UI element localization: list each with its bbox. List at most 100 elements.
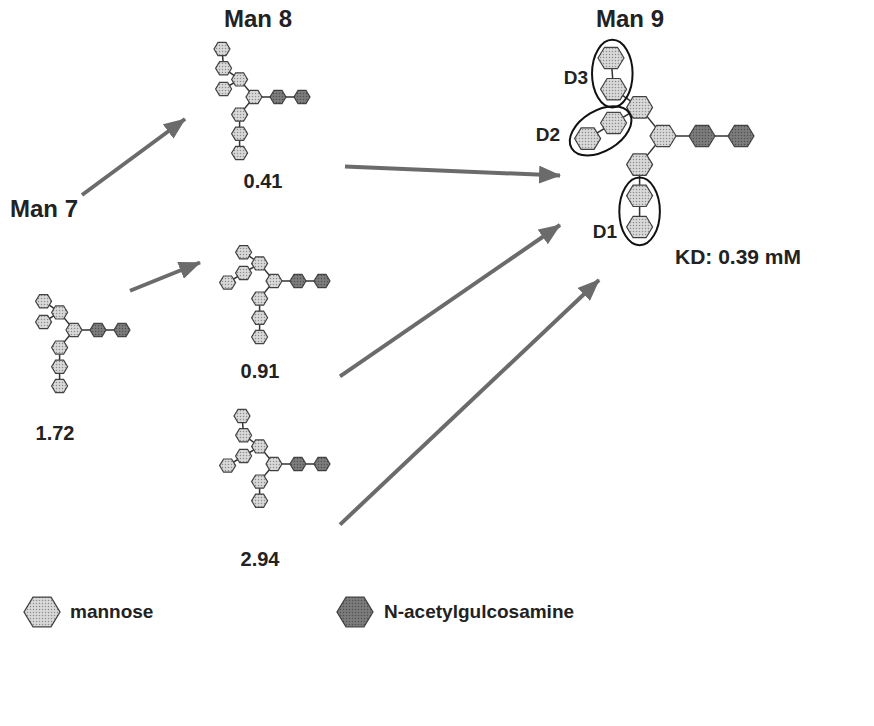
mannose-residue — [234, 409, 250, 422]
residue-texture — [52, 341, 68, 354]
affinity-value: 0.91 — [241, 360, 280, 383]
mannose-residue — [214, 42, 230, 55]
glycan-structure — [10, 195, 130, 447]
residue-texture — [36, 315, 52, 328]
mannose-residue — [252, 257, 268, 270]
affinity-value: KD: 0.39 mM — [675, 245, 801, 269]
mannose-residue — [252, 440, 268, 453]
mannose-residue — [601, 79, 627, 100]
legend-swatch — [337, 597, 373, 627]
residue-texture — [627, 185, 653, 206]
glcnac-residue — [314, 457, 330, 470]
mannose-residue — [52, 360, 68, 373]
residue-texture — [36, 295, 52, 308]
residue-texture — [246, 90, 262, 103]
mannose-residue — [236, 246, 252, 259]
residue-texture — [252, 440, 268, 453]
residue-texture — [220, 276, 236, 289]
residue-texture — [214, 42, 230, 55]
residue-texture — [290, 274, 306, 287]
mannose-residue — [36, 315, 52, 328]
domain-ellipse — [619, 178, 660, 246]
residue-texture — [236, 429, 252, 442]
mannose-residue — [627, 154, 653, 175]
legend-text: N-acetylgulcosamine — [384, 601, 574, 623]
glycan-structure — [185, 5, 345, 195]
residue-texture — [220, 459, 236, 472]
mannose-residue — [650, 125, 676, 146]
mannose-residue — [266, 457, 282, 470]
glcnac-residue — [270, 90, 286, 103]
mannose-residue — [601, 112, 627, 133]
residue-texture — [601, 112, 627, 133]
legend-swatch — [24, 597, 60, 627]
glcnac-residue — [290, 457, 306, 470]
glycan-node: Man 7 1.72 — [10, 195, 130, 447]
affinity-value: 2.94 — [241, 548, 280, 571]
legend-swatch-holder — [333, 590, 377, 634]
mannose-residue — [52, 379, 68, 392]
structure-heading: Man 8 — [224, 5, 292, 33]
mannose-residue — [216, 82, 232, 95]
residue-texture — [252, 257, 268, 270]
residue-texture — [728, 125, 754, 146]
mannose-residue — [52, 306, 68, 319]
glcnac-residue — [290, 274, 306, 287]
domain-label: D2 — [536, 124, 560, 146]
residue-texture — [266, 457, 282, 470]
glycan-node: 2.94 — [200, 400, 340, 578]
affinity-value: 1.72 — [36, 422, 75, 445]
residue-texture — [314, 274, 330, 287]
mannose-residue — [236, 266, 252, 279]
residue-texture — [90, 323, 106, 336]
glcnac-residue — [114, 323, 130, 336]
residue-texture — [598, 47, 624, 68]
residue-texture — [232, 146, 248, 159]
residue-texture — [236, 449, 252, 462]
reaction-arrow — [340, 280, 599, 525]
mannose-residue — [236, 449, 252, 462]
glycan-node: 0.91 — [200, 220, 340, 390]
residue-texture — [232, 127, 248, 140]
mannose-residue — [232, 127, 248, 140]
residue-texture — [575, 128, 601, 149]
mannose-residue — [220, 459, 236, 472]
residue-texture — [236, 246, 252, 259]
residue-texture — [252, 311, 268, 324]
mannose-residue — [232, 146, 248, 159]
glcnac-residue — [294, 90, 310, 103]
structure-heading: Man 9 — [596, 5, 664, 33]
mannose-residue — [36, 295, 52, 308]
residue-texture — [650, 125, 676, 146]
domain-ellipse — [561, 96, 640, 166]
reaction-arrow — [130, 263, 200, 291]
domain-label: D3 — [564, 67, 588, 89]
mannose-residue — [627, 185, 653, 206]
mannose-residue — [216, 62, 232, 75]
legend-text: mannose — [70, 601, 153, 623]
residue-texture — [627, 154, 653, 175]
mannose-residue — [236, 429, 252, 442]
glycan-node: Man 8 0.41 — [185, 5, 345, 195]
reaction-arrow — [82, 119, 185, 195]
residue-texture — [252, 475, 268, 488]
mannose-residue — [252, 494, 268, 507]
swatch-texture — [337, 597, 373, 627]
mannose-residue — [52, 341, 68, 354]
glcnac-residue — [90, 323, 106, 336]
residue-texture — [294, 90, 310, 103]
residue-texture — [252, 330, 268, 343]
mannose-residue — [252, 330, 268, 343]
affinity-value: 0.41 — [244, 170, 283, 193]
mannose-residue — [252, 292, 268, 305]
domain-ellipse — [592, 40, 633, 108]
residue-texture — [290, 457, 306, 470]
residue-texture — [66, 323, 82, 336]
residue-texture — [236, 266, 252, 279]
residue-texture — [52, 379, 68, 392]
residue-texture — [314, 457, 330, 470]
mannose-residue — [266, 274, 282, 287]
structure-heading: Man 7 — [10, 195, 78, 223]
mannose-residue — [252, 311, 268, 324]
residue-texture — [689, 125, 715, 146]
